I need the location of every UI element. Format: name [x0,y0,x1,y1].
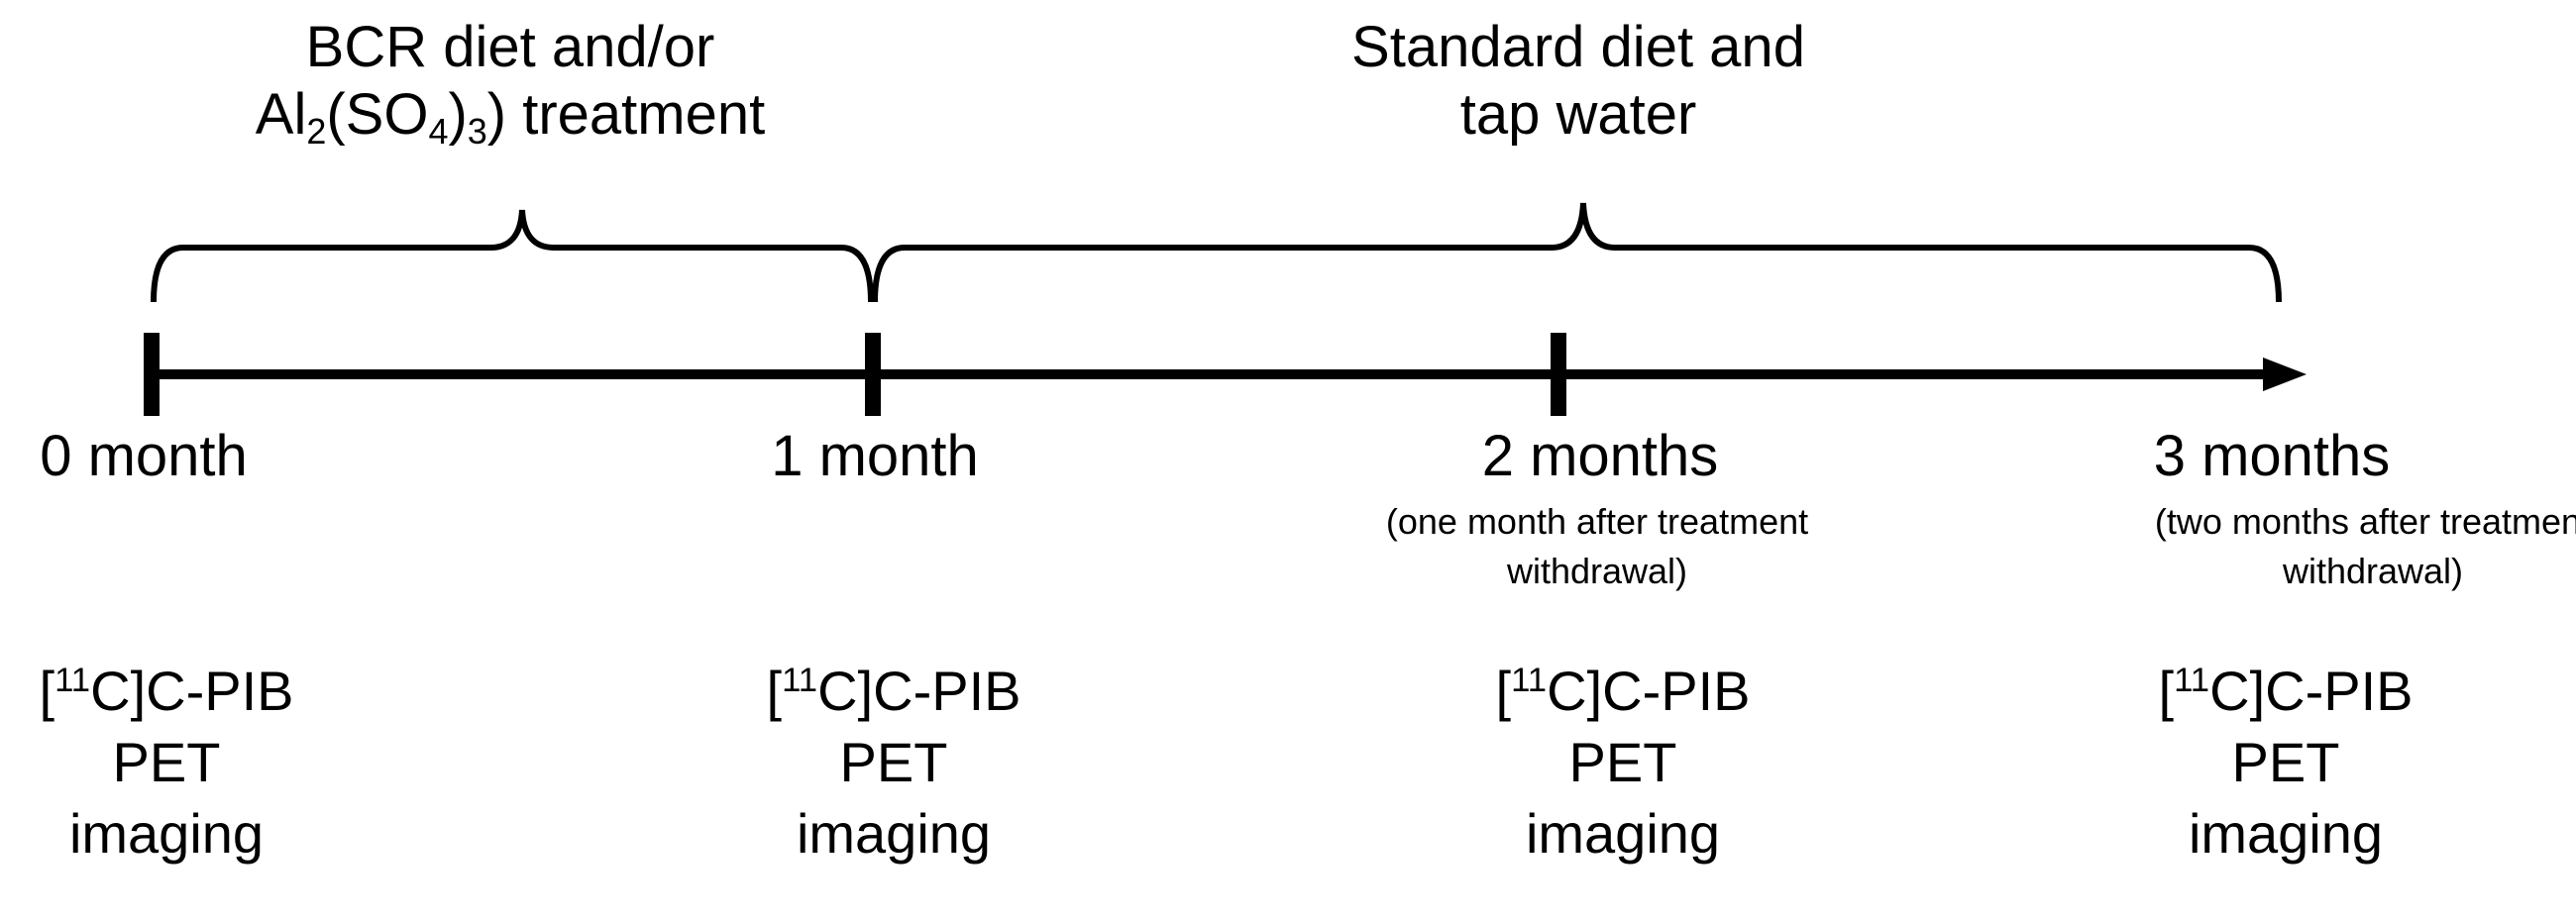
phase-standard-line2: tap water [1459,82,1697,147]
phase-label-treatment: BCR diet and/or Al2(SO4)3) treatment [255,14,766,153]
timepoint-label-3: 3 months [2153,424,2391,488]
phase-treatment-line2: Al2(SO4)3) treatment [255,82,766,153]
imaging-0-line3: imaging [68,802,265,865]
treatment-brace [151,209,874,303]
timepoint-note-2-line1: (one month after treatment [1385,501,1809,542]
phase-label-standard-diet: Standard diet and tap water [1351,14,1805,149]
tick-1-month [865,333,881,416]
timepoint-note-3: (two months after treatment withdrawal) [2155,497,2576,596]
imaging-1-line1: [11C]C-PIB [766,660,1021,722]
timepoint-note-3-line2: withdrawal) [2282,551,2464,591]
timepoint-note-2-line2: withdrawal) [1506,551,1688,591]
imaging-label-0: [11C]C-PIB PET imaging [40,656,294,870]
timepoint-note-2: (one month after treatment withdrawal) [1386,497,1808,596]
timepoint-label-1: 1 month [771,424,979,488]
imaging-label-2: [11C]C-PIB PET imaging [1496,656,1751,870]
timepoint-label-2: 2 months [1481,424,1719,488]
imaging-1-line3: imaging [796,802,992,865]
imaging-3-line1: [11C]C-PIB [2158,660,2414,722]
tick-0-month [144,333,160,416]
tick-2-months [1551,333,1566,416]
imaging-2-line3: imaging [1525,802,1721,865]
imaging-label-1: [11C]C-PIB PET imaging [767,656,1021,870]
imaging-1-line2: PET [839,731,948,793]
imaging-0-line2: PET [112,731,221,793]
imaging-3-line2: PET [2231,731,2340,793]
imaging-0-line1: [11C]C-PIB [39,660,294,722]
timeline-arrowhead [2263,358,2307,391]
withdrawal-brace [872,202,2282,303]
imaging-label-3: [11C]C-PIB PET imaging [2159,656,2414,870]
imaging-2-line2: PET [1568,731,1677,793]
imaging-3-line3: imaging [2188,802,2384,865]
timepoint-note-3-line1: (two months after treatment [2154,501,2576,542]
phase-treatment-line1: BCR diet and/or [305,15,715,79]
phase-standard-line1: Standard diet and [1351,15,1805,79]
imaging-2-line1: [11C]C-PIB [1495,660,1751,722]
timepoint-label-0: 0 month [40,424,248,488]
